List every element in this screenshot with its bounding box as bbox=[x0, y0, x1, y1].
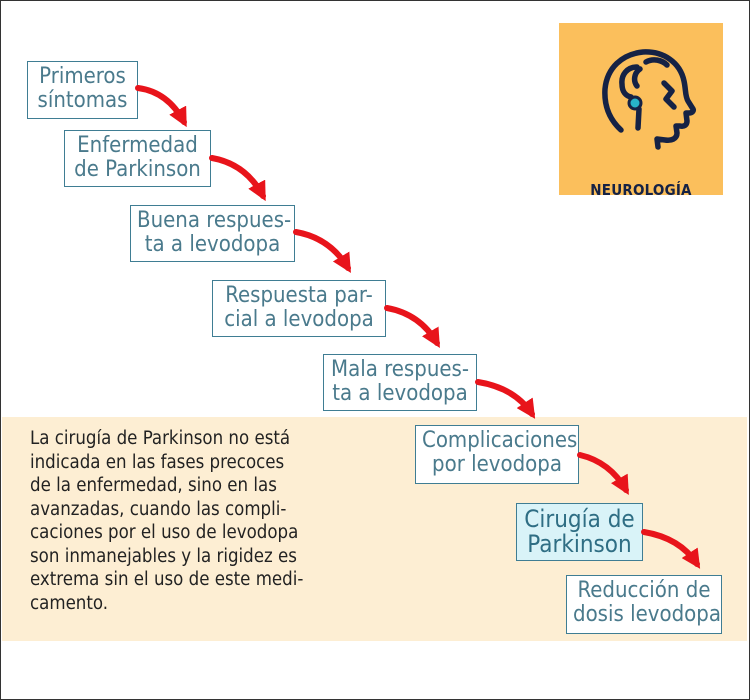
step-box-buena-respuesta: Buena respues- ta a levodopa bbox=[130, 205, 295, 262]
step-line: dosis levodopa bbox=[573, 602, 721, 627]
step-line: Enfermedad bbox=[77, 133, 198, 158]
note-line: caciones por el uso de levodopa bbox=[30, 522, 299, 543]
step-line: cial a levodopa bbox=[224, 307, 374, 332]
step-box-cirugia-parkinson: Cirugía de Parkinson bbox=[516, 503, 643, 561]
step-box-primeros-sintomas: Primeros síntomas bbox=[27, 61, 138, 119]
arrow-6 bbox=[577, 452, 629, 496]
step-line: Reducción de bbox=[577, 578, 711, 603]
arrow-2 bbox=[209, 155, 266, 202]
note-line: La cirugía de Parkinson no está bbox=[30, 428, 291, 449]
step-box-complicaciones: Complicaciones por levodopa bbox=[415, 425, 579, 484]
step-line: ta a levodopa bbox=[332, 381, 468, 406]
arrow-4 bbox=[384, 305, 440, 348]
note-line: de la enfermedad, sino en las bbox=[30, 475, 277, 496]
step-box-reduccion-dosis: Reducción de dosis levodopa bbox=[566, 575, 722, 634]
step-line: de Parkinson bbox=[74, 157, 201, 182]
step-line: síntomas bbox=[37, 88, 128, 113]
step-line: Mala respues- bbox=[330, 357, 469, 382]
explanatory-note: La cirugía de Parkinson no está indicada… bbox=[30, 427, 350, 615]
badge-label: NEUROLOGÍA bbox=[590, 181, 692, 199]
step-line: Primeros bbox=[39, 64, 126, 89]
step-line: Parkinson bbox=[527, 530, 632, 558]
step-line: Complicaciones bbox=[422, 428, 578, 453]
note-line: extrema sin el uso de este medi- bbox=[30, 569, 304, 590]
note-line: son inmanejables y la rigidez es bbox=[30, 545, 297, 567]
arrow-3 bbox=[293, 229, 351, 273]
step-line: Buena respues- bbox=[137, 208, 292, 233]
step-box-mala-respuesta: Mala respues- ta a levodopa bbox=[323, 354, 477, 411]
head-brain-icon bbox=[602, 49, 696, 150]
brain-spot bbox=[627, 95, 643, 111]
arrow-7 bbox=[641, 529, 701, 569]
step-line: Cirugía de bbox=[524, 505, 635, 533]
neurology-badge: NEUROLOGÍA bbox=[559, 23, 723, 199]
step-box-respuesta-parcial: Respuesta par- cial a levodopa bbox=[212, 280, 386, 337]
note-line: camento. bbox=[30, 592, 109, 614]
note-line: indicada en las fases precoces bbox=[30, 451, 285, 473]
note-line: avanzadas, cuando las compli- bbox=[30, 498, 287, 520]
step-box-enfermedad-parkinson: Enfermedad de Parkinson bbox=[64, 130, 211, 187]
arrow-1 bbox=[135, 85, 187, 128]
arrow-5 bbox=[475, 379, 536, 419]
step-line: ta a levodopa bbox=[144, 232, 281, 257]
step-line: Respuesta par- bbox=[225, 283, 373, 308]
step-line: por levodopa bbox=[432, 452, 562, 477]
